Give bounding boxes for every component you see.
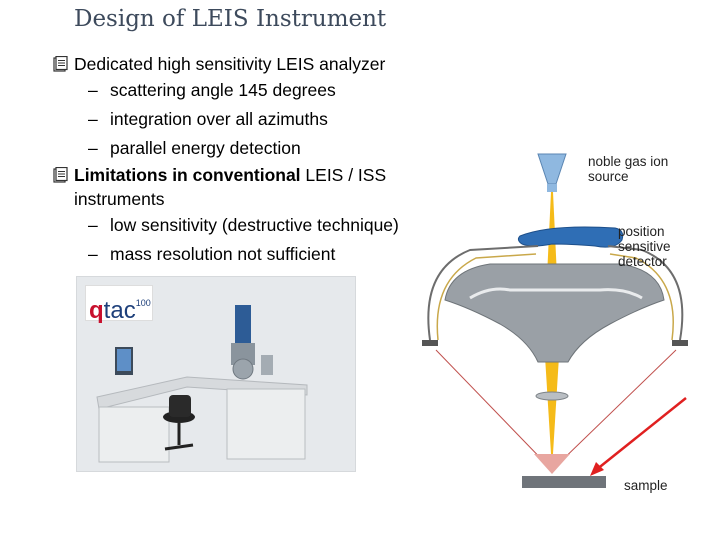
dash-marker: – [88,134,98,163]
sub-bullet: – mass resolution not sufficient [52,240,462,269]
schematic-graphic [410,140,710,510]
analyzer-body [445,264,664,362]
logo-tac: tac [104,297,136,324]
sub-bullet-text: parallel energy detection [110,138,301,158]
sub-bullet-text: scattering angle 145 degrees [110,80,336,100]
sub-bullet-text: mass resolution not sufficient [110,244,335,264]
logo-q: q [89,297,104,324]
sub-bullet: – parallel energy detection [52,134,462,163]
leis-schematic: noble gas ion source position sensitive … [410,140,710,515]
bullet-analyzer: Dedicated high sensitivity LEIS analyzer [52,52,462,76]
detector-plate [518,227,622,247]
notepad-icon [52,167,68,183]
scatter-ray-right [552,350,676,470]
ion-source-shape [538,154,566,184]
source-label: noble gas ion source [588,154,668,184]
sub-bullet-text: low sensitivity (destructive technique) [110,215,399,235]
slide-title: Design of LEIS Instrument [74,6,386,32]
sub-bullet-text: integration over all azimuths [110,109,328,129]
dash-marker: – [88,211,98,240]
sample-arrow [596,398,686,470]
instrument-photo: qtac100 [76,276,356,472]
dash-marker: – [88,105,98,134]
scatter-cone [534,454,570,474]
bullet-list: Dedicated high sensitivity LEIS analyzer… [52,52,462,269]
scatter-ray-left [436,350,552,470]
bullet-text: Dedicated high sensitivity LEIS analyzer [74,54,385,74]
logo-sup: 100 [136,298,151,308]
sample-label: sample [624,478,668,493]
sub-bullet: – integration over all azimuths [52,105,462,134]
qtac-logo: qtac100 [85,285,153,321]
sub-bullet: – scattering angle 145 degrees [52,76,462,105]
sub-bullet: – low sensitivity (destructive technique… [52,211,462,240]
detector-label: position sensitive detector [618,224,671,269]
bullet-limitations: Limitations in conventional LEIS / ISS i… [52,163,462,211]
bullet-text-bold: Limitations in conventional [74,165,301,185]
dash-marker: – [88,76,98,105]
dash-marker: – [88,240,98,269]
notepad-icon [52,56,68,72]
sample-block [522,476,606,488]
